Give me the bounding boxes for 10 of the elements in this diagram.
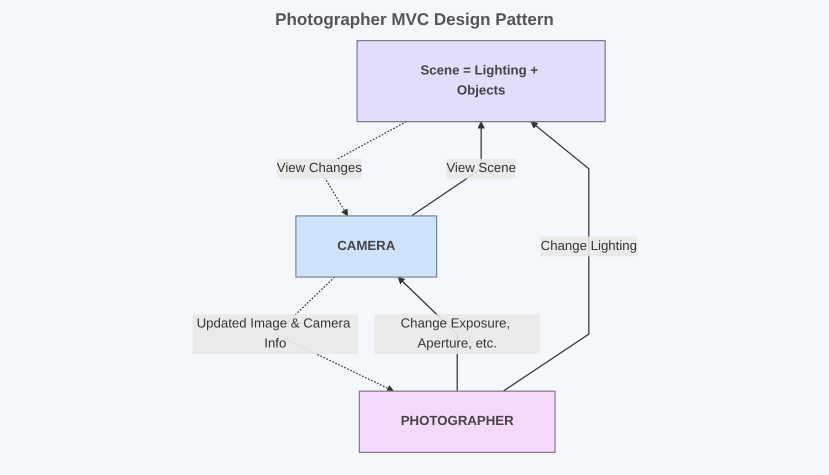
edge-label: Updated Image & Camera Info	[196, 316, 350, 351]
node-box: Scene = Lighting + Objects	[356, 40, 606, 122]
node-box: PHOTOGRAPHER	[358, 390, 556, 453]
edge-label: View Changes	[276, 161, 362, 176]
node-box: CAMERA	[294, 215, 437, 278]
edge-label: Change Exposure, Aperture, etc.	[400, 316, 510, 351]
edge-label: View Scene	[446, 161, 516, 176]
edge-label: Change Lighting	[540, 239, 637, 254]
diagram-title: Photographer MVC Design Pattern	[274, 10, 555, 30]
arrow	[502, 121, 590, 392]
